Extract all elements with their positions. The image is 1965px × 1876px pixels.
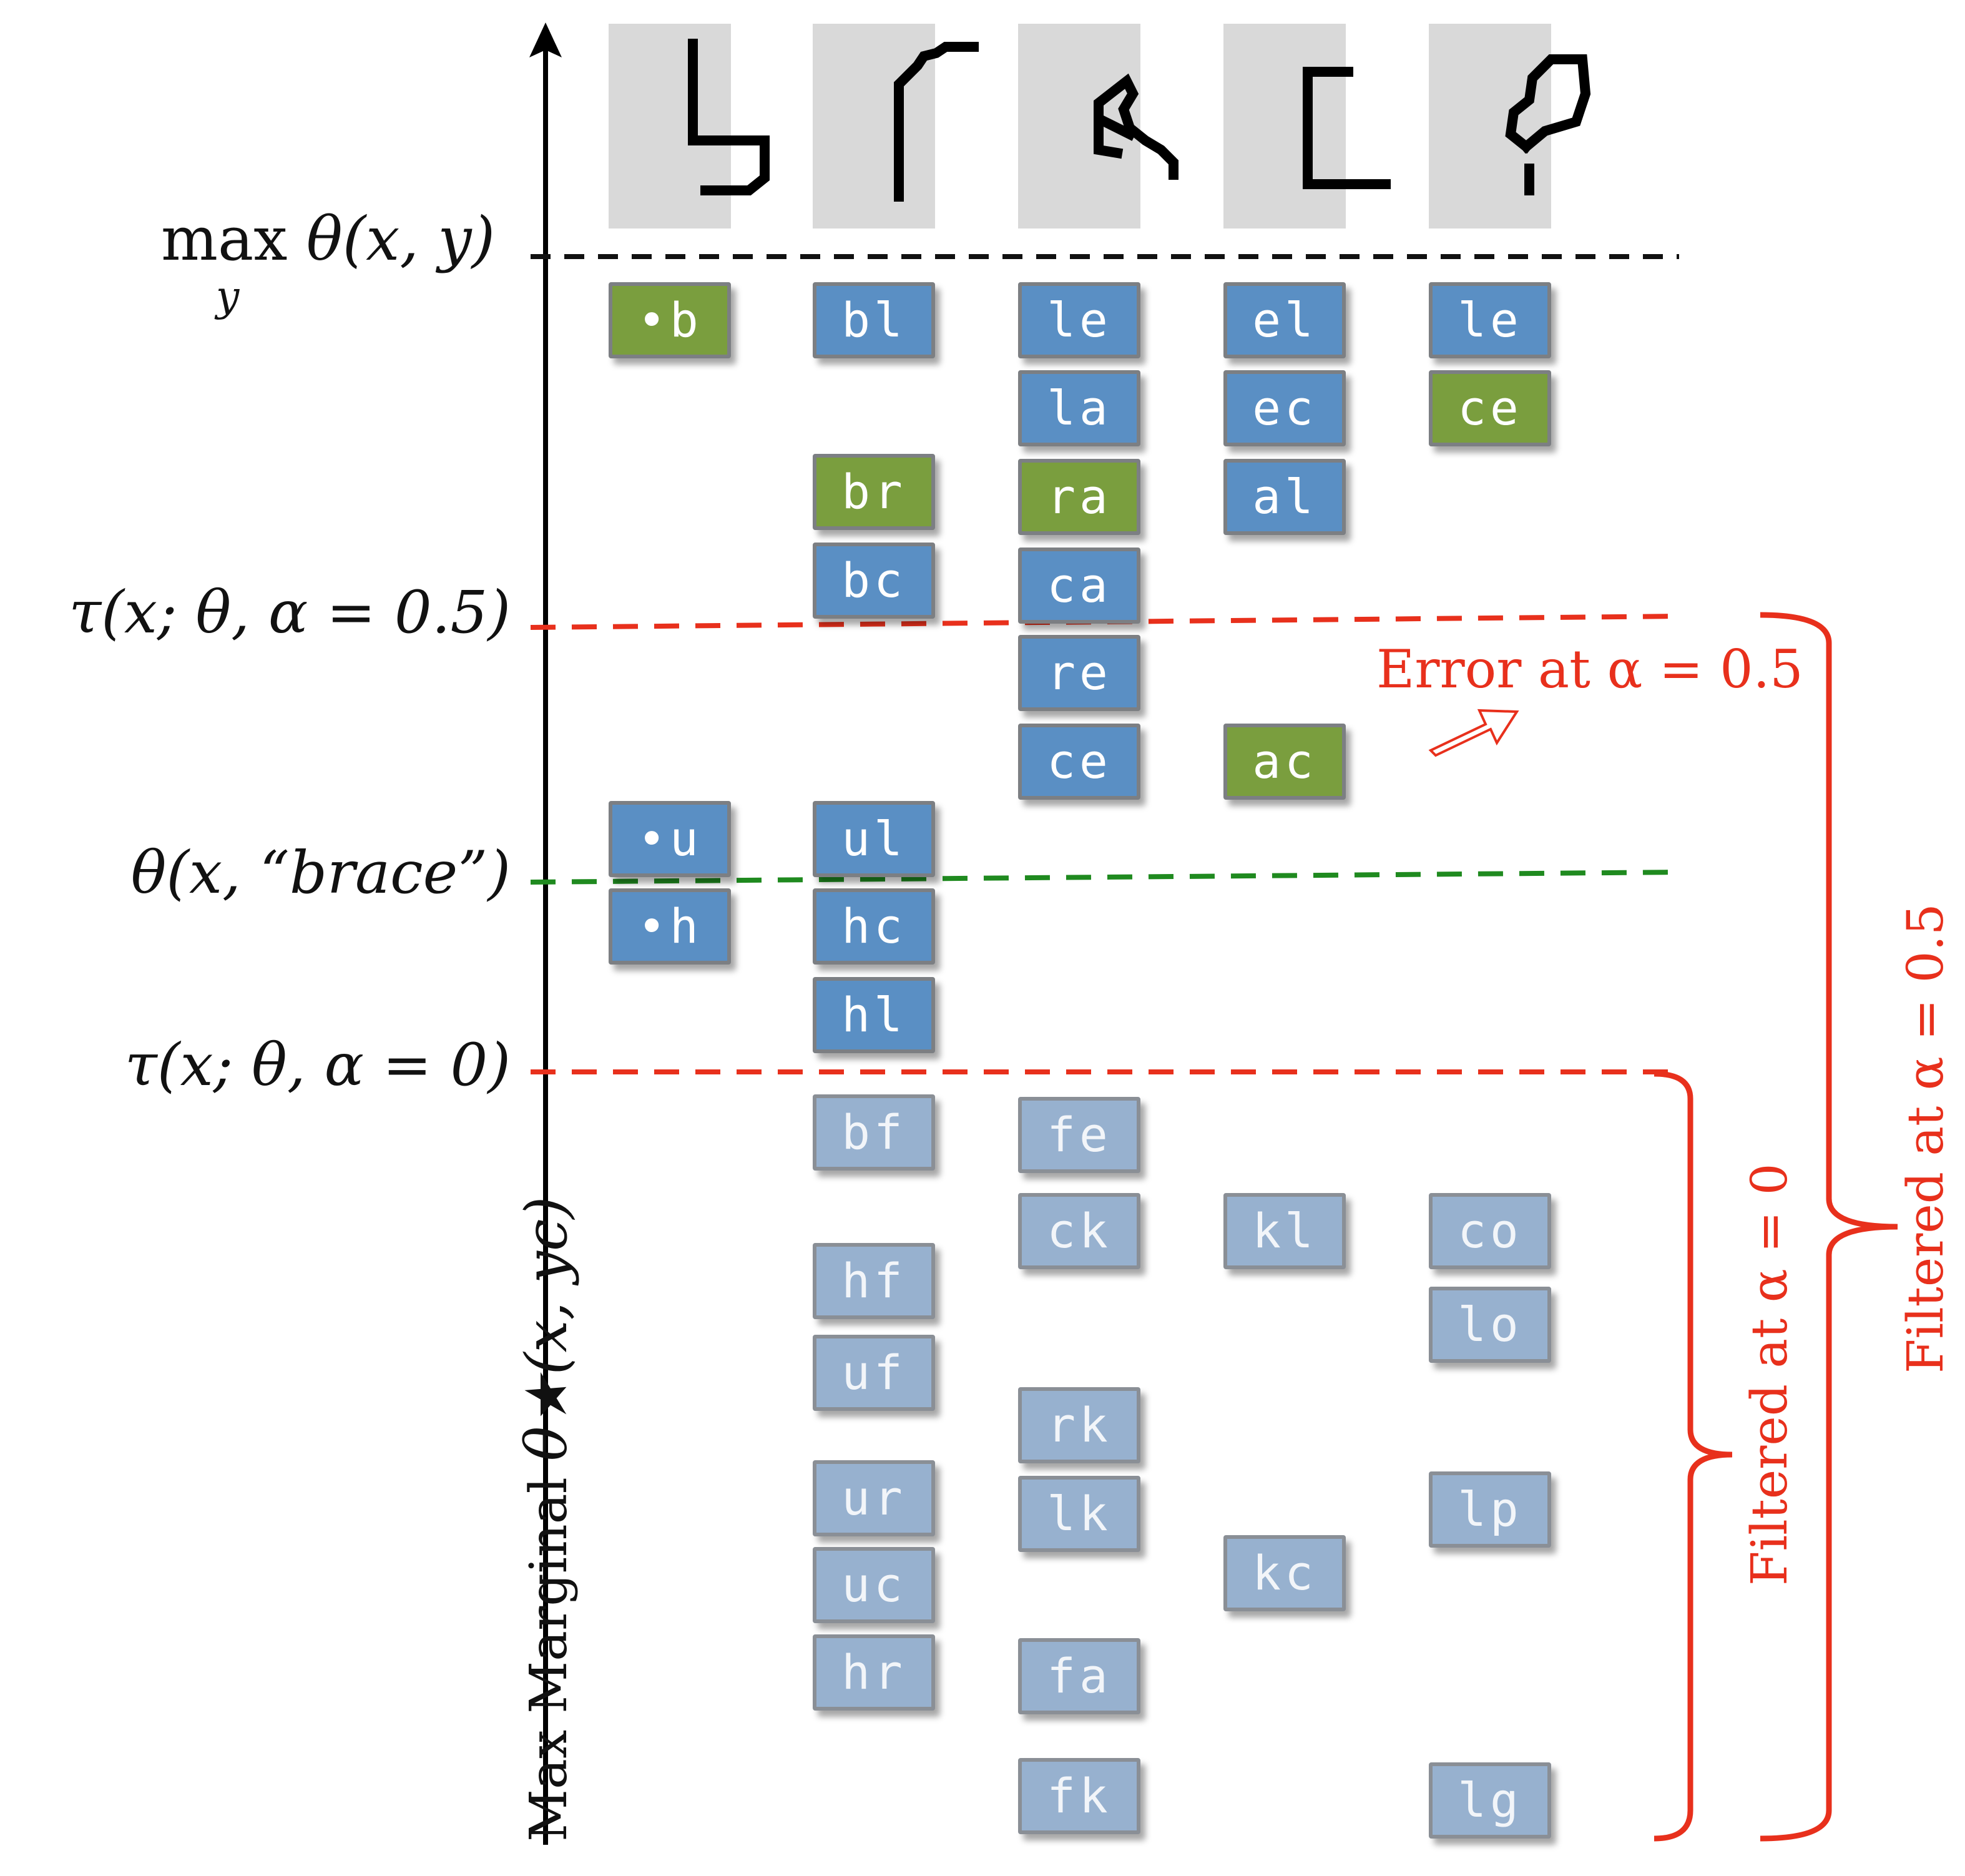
state-box-start-h: •h (609, 888, 731, 965)
state-box-fk: fk (1018, 1758, 1140, 1834)
glyph-r-frame (813, 24, 935, 228)
state-box-ck: ck (1018, 1193, 1140, 1269)
state-box-lp: lp (1429, 1471, 1551, 1548)
state-box-ra: ra (1018, 459, 1140, 535)
state-box-start-u: •u (609, 801, 731, 877)
glyph-c-frame (1223, 24, 1346, 228)
state-box-bc: bc (813, 543, 935, 619)
state-box-ce: ce (1429, 370, 1551, 446)
error-annotation: Error at α = 0.5 (1376, 639, 1803, 700)
axis-arrowhead-icon (529, 22, 562, 57)
state-box-kl: kl (1223, 1193, 1346, 1269)
threshold-line-tau05 (530, 614, 1680, 630)
state-box-la: la (1018, 370, 1140, 446)
label-max-sub: y (216, 272, 240, 320)
state-box-br: br (813, 454, 935, 530)
state-box-ec: ec (1223, 370, 1346, 446)
axis-label: Max Marginal θ★(x, yc) (513, 1197, 580, 1842)
label-max-op: max (161, 204, 288, 274)
state-box-fe: fe (1018, 1097, 1140, 1173)
filtered-alpha-0-label: Filtered at α = 0 (1740, 1163, 1798, 1586)
glyph-a-icon (1094, 73, 1179, 180)
label-tau05: τ(x; θ, α = 0.5) (69, 579, 511, 647)
state-box-fa: fa (1018, 1638, 1140, 1714)
state-box-bl: bl (813, 282, 935, 358)
axis-label-prefix: Max Marginal (519, 1461, 579, 1842)
filtered-alpha-05-label: Filtered at α = 0.5 (1896, 903, 1954, 1373)
glyph-c-icon (1303, 67, 1391, 189)
state-box-ca: ca (1018, 548, 1140, 624)
state-box-hl: hl (813, 977, 935, 1053)
label-tau0: τ(x; θ, α = 0) (124, 1031, 511, 1099)
glyph-e-frame (1429, 24, 1551, 228)
glyph-r-icon (894, 42, 979, 202)
state-box-start-b: •b (609, 282, 731, 358)
state-box-al: al (1223, 459, 1346, 535)
glyph-b-icon (688, 39, 770, 195)
state-box-el: el (1223, 282, 1346, 358)
brace-filtered-0 (1654, 1071, 1733, 1842)
state-box-lg: lg (1429, 1762, 1551, 1839)
state-box-kc: kc (1223, 1535, 1346, 1611)
brace-filtered-05 (1760, 612, 1898, 1842)
state-box-le: le (1018, 282, 1140, 358)
state-box-bf: bf (813, 1094, 935, 1171)
label-max: max θ(x, y) (161, 209, 495, 269)
state-box-uf: uf (813, 1335, 935, 1411)
error-arrow-icon (1428, 709, 1519, 757)
glyph-e-icon (1505, 54, 1591, 195)
state-box-ce: ce (1018, 724, 1140, 800)
state-box-ur: ur (813, 1460, 935, 1536)
state-box-hf: hf (813, 1243, 935, 1319)
state-box-rk: rk (1018, 1387, 1140, 1463)
state-box-co: co (1429, 1193, 1551, 1269)
label-brace: θ(x, “brace”) (130, 839, 511, 907)
state-box-ul: ul (813, 801, 935, 877)
state-box-uc: uc (813, 1547, 935, 1623)
axis-label-formula: θ★(x, yc) (513, 1196, 580, 1461)
state-box-lo: lo (1429, 1287, 1551, 1363)
glyph-row (609, 24, 1591, 228)
glyph-b-frame (609, 24, 731, 228)
state-box-hc: hc (813, 888, 935, 965)
state-box-lk: lk (1018, 1476, 1140, 1552)
state-box-ac: ac (1223, 724, 1346, 800)
state-box-le: le (1429, 282, 1551, 358)
state-box-re: re (1018, 635, 1140, 711)
threshold-line-brace (530, 870, 1680, 885)
state-box-hr: hr (813, 1634, 935, 1711)
label-max-formula: θ(x, y) (287, 204, 496, 274)
